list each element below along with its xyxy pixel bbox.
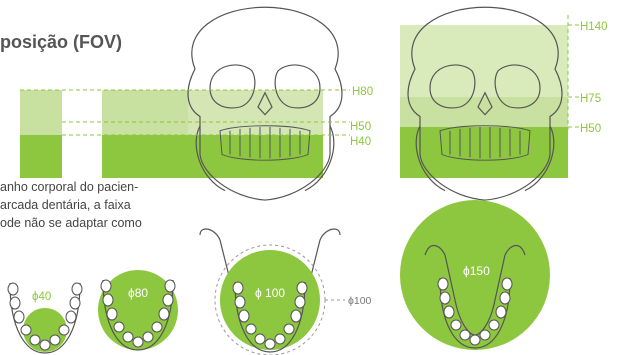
label-h50-left: H50 — [350, 121, 371, 133]
fov-bar-small — [20, 90, 62, 178]
fov-bar-medium — [102, 90, 188, 178]
skull-illustration-left — [188, 7, 342, 200]
height-lines-right — [568, 15, 580, 130]
label-d100-inner: ϕ 100 — [255, 286, 285, 300]
label-h75: H75 — [580, 93, 601, 105]
label-d80: ϕ80 — [128, 286, 148, 300]
skull-illustration-right — [400, 7, 568, 200]
label-h50-right: H50 — [580, 123, 601, 135]
label-h80: H80 — [352, 86, 373, 98]
fov-circle-d80 — [98, 270, 178, 350]
label-h140: H140 — [580, 21, 608, 33]
label-d40: ϕ40 — [32, 291, 51, 303]
label-d100-outer: ϕ100 — [348, 295, 372, 307]
label-h40: H40 — [350, 136, 371, 148]
label-d150: ϕ150 — [463, 264, 490, 278]
